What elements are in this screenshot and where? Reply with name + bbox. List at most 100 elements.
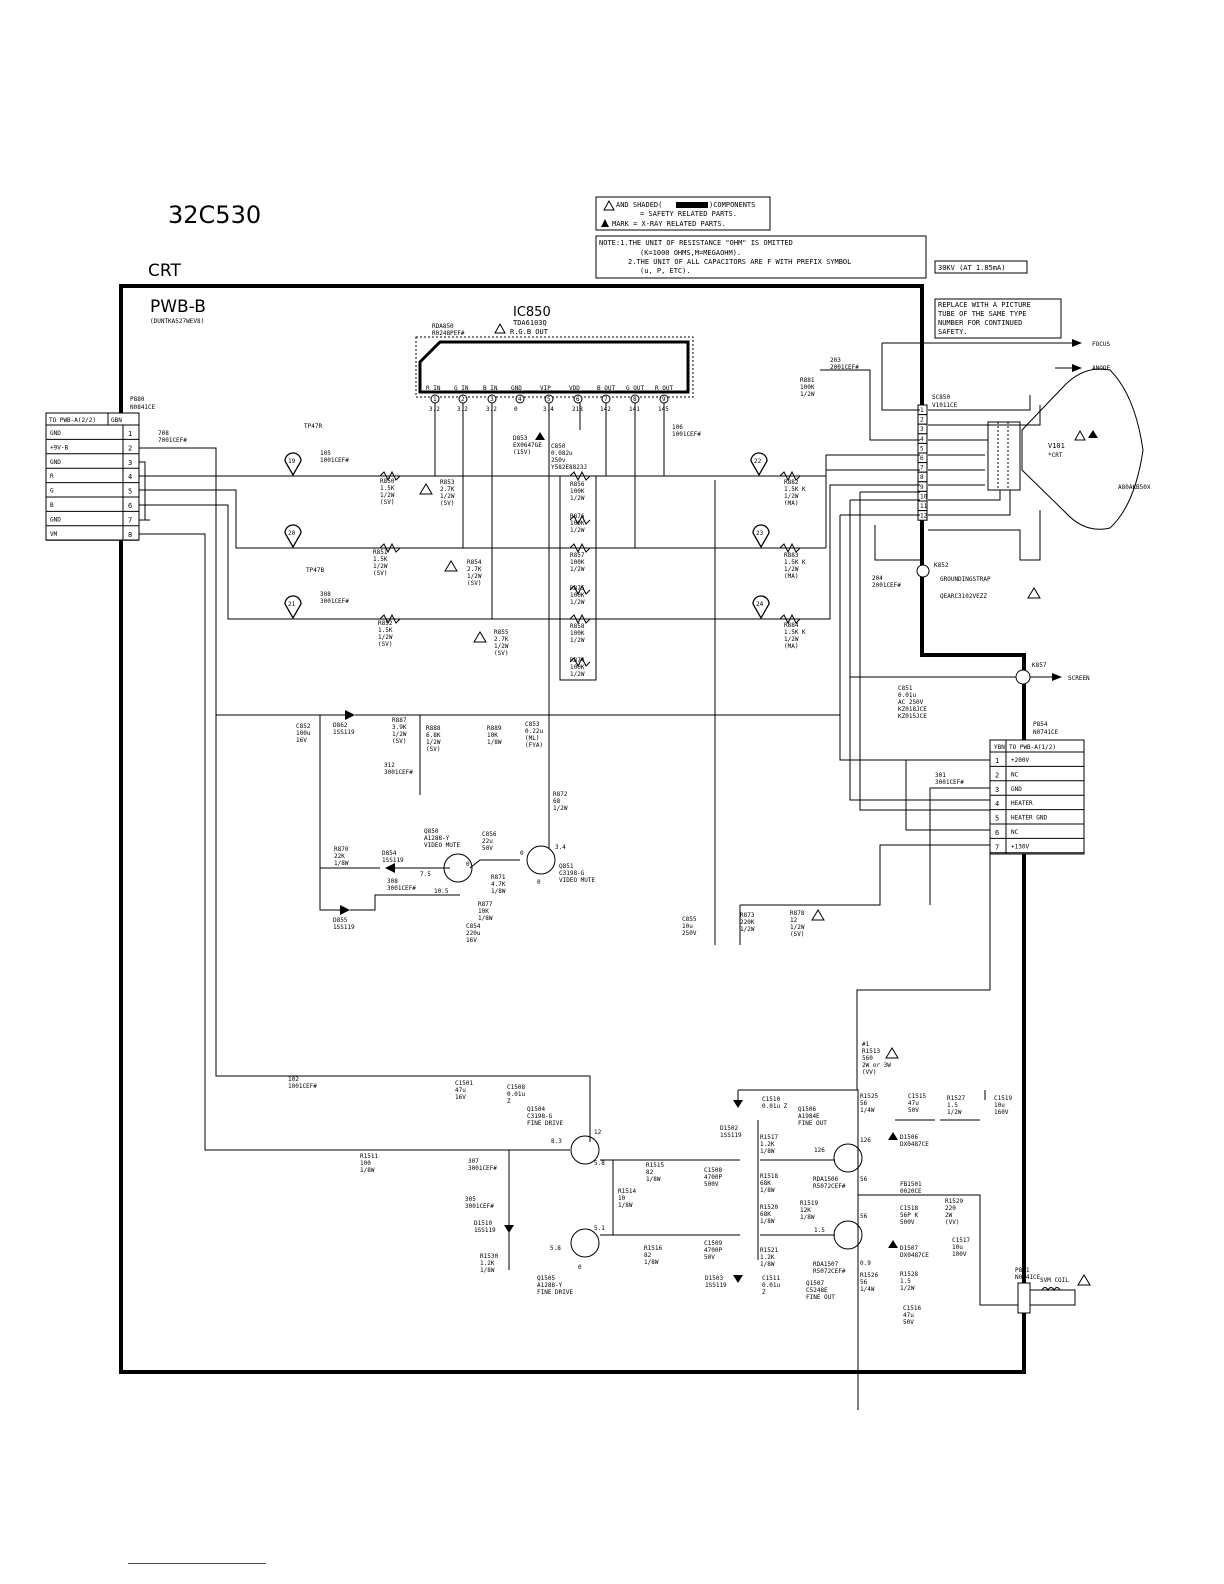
note-1b: (K=1000 OHMS,M=MEGAOHM). [640, 249, 741, 257]
component-label-v0d: 0 [537, 879, 541, 886]
socket-pin-number: 3 [920, 426, 924, 433]
component-label-r871: 1/8W [491, 888, 506, 895]
screen-label: SCREEN [1068, 675, 1090, 682]
component-label-r877: 10K [478, 908, 489, 915]
component-label-d1510: 1SS119 [474, 1227, 496, 1234]
component-label-r1529: 220 [945, 1205, 956, 1212]
p854-pin-number: 1 [995, 757, 999, 765]
component-label-r1521: 1.2K [760, 1254, 775, 1261]
hv-note: 30KV (AT 1.85mA) [938, 264, 1005, 272]
component-label-c1511: 0.01u [762, 1282, 780, 1289]
component-label-r881: 100K [800, 384, 815, 391]
footer-link-line[interactable] [128, 1553, 266, 1564]
ic-ref: IC850 [513, 305, 551, 320]
component-label-r888: 6.8K [426, 732, 441, 739]
component-label-d1503: 1SS119 [705, 1282, 727, 1289]
component-label-r854: 1/2W [467, 573, 482, 580]
component-label-r1519: R1519 [800, 1200, 818, 1207]
warning-triangle-icon [444, 560, 458, 572]
component-label-q851: C3198-G [559, 870, 585, 877]
component-label-r1518: 68K [760, 1180, 771, 1187]
component-label-c1515: C1515 [908, 1093, 926, 1100]
component-label-svm: SVM COIL [1040, 1277, 1069, 1284]
component-label-r882: 1.5K K [784, 486, 806, 493]
component-label-r878: R878 [790, 910, 805, 917]
component-label-r872: 1/2W [553, 805, 568, 812]
test-point-number: 24 [756, 601, 764, 608]
component-label-r887: 1/2W [392, 731, 407, 738]
ic850: IC850 TDA6103Q R.G.B OUT RDA850 R0248PEF… [415, 305, 694, 413]
component-label-q1507: Q1507 [806, 1280, 824, 1287]
component-label-d1506: DX0487CE [900, 1141, 929, 1148]
ic-socket-ref: RDA850 [432, 323, 454, 330]
warning-triangle-icon [1027, 587, 1041, 599]
component-label-rda1506: R5072CEF# [813, 1183, 846, 1190]
component-label-c855: C855 [682, 916, 697, 923]
p880-pin-label: VM [50, 531, 58, 538]
p880-ref: P880 [130, 396, 145, 403]
component-label-q850: VIDEO MUTE [424, 842, 461, 849]
component-label-r852: 1.5K [378, 627, 393, 634]
k857-terminal [1015, 669, 1031, 685]
component-label-r708: 708 [158, 430, 169, 437]
test-point-marker [284, 595, 302, 620]
ic-socket-part: R0248PEF# [432, 330, 465, 337]
xray-triangle-icon [601, 219, 609, 227]
p880-pin-number: 8 [128, 531, 132, 539]
p880-pin-number: 2 [128, 444, 132, 452]
component-label-q1504: Q1504 [527, 1106, 545, 1113]
p854-code: YBN [994, 744, 1005, 751]
component-label-r871: R871 [491, 874, 506, 881]
component-label-c1501: 16V [455, 1094, 466, 1101]
component-label-c1508b: C1508 [704, 1167, 722, 1174]
component-label-r203: 203 [830, 357, 841, 364]
component-label-r1514: R1514 [618, 1188, 636, 1195]
component-label-r203: 2001CEF# [830, 364, 859, 371]
p880-pin-label: G [50, 488, 54, 495]
warning-triangle-icon [603, 199, 615, 211]
component-label-c853: (ML) [525, 735, 539, 742]
p854-pin-number: 7 [995, 843, 999, 851]
component-label-r852: R852 [378, 620, 393, 627]
component-label-r1520: R1520 [760, 1204, 778, 1211]
component-label-r855: R855 [494, 629, 509, 636]
component-label-c852: 100u [296, 730, 311, 737]
component-label-c1508a: 0.01u [507, 1091, 525, 1098]
component-label-r856: R856 [570, 481, 585, 488]
p880-pin-label: GND [50, 430, 61, 437]
transistor-q850-icon [443, 853, 473, 883]
component-label-r1528: 1.5 [900, 1278, 911, 1285]
component-label-v58a: 5.8 [594, 1160, 605, 1167]
socket-pin-number: 6 [920, 455, 924, 462]
component-label-c850: 250v [551, 457, 566, 464]
component-label-r888: R888 [426, 725, 441, 732]
component-label-v12: 12 [594, 1129, 602, 1136]
crt-ref: V101 [1048, 442, 1065, 450]
component-label-r851: 1/2W [373, 563, 388, 570]
component-label-r1528: R1528 [900, 1271, 918, 1278]
component-label-r301: 301 [935, 772, 946, 779]
component-label-r877: 1/8W [478, 915, 493, 922]
k852-terminal [916, 564, 930, 578]
component-label-c1517: 10u [952, 1244, 963, 1251]
component-label-r305: 3001CEF# [465, 1203, 494, 1210]
component-label-r889: R889 [487, 725, 502, 732]
component-label-r873: 220K [740, 919, 755, 926]
test-point-number: 23 [756, 530, 764, 537]
component-label-r874: 1/2W [570, 671, 585, 678]
component-label-r1526: 1/4W [860, 1286, 875, 1293]
ic-pin-marker [573, 394, 583, 404]
component-label-p881: N0241CE [1015, 1274, 1041, 1281]
component-label-r1513: #1 [862, 1041, 870, 1048]
component-label-d1503: D1503 [705, 1275, 723, 1282]
component-label-d1507: D1507 [900, 1245, 918, 1252]
diode-icon [733, 1100, 743, 1108]
component-label-r853: 1/2W [440, 493, 455, 500]
transistor-q1506-icon [833, 1143, 863, 1173]
component-label-c1508a: C1508 [507, 1084, 525, 1091]
component-label-r1511: R1511 [360, 1153, 378, 1160]
socket-pin-number: 10 [920, 493, 928, 500]
component-label-r882: R882 [784, 479, 799, 486]
component-label-q851: Q851 [559, 863, 574, 870]
